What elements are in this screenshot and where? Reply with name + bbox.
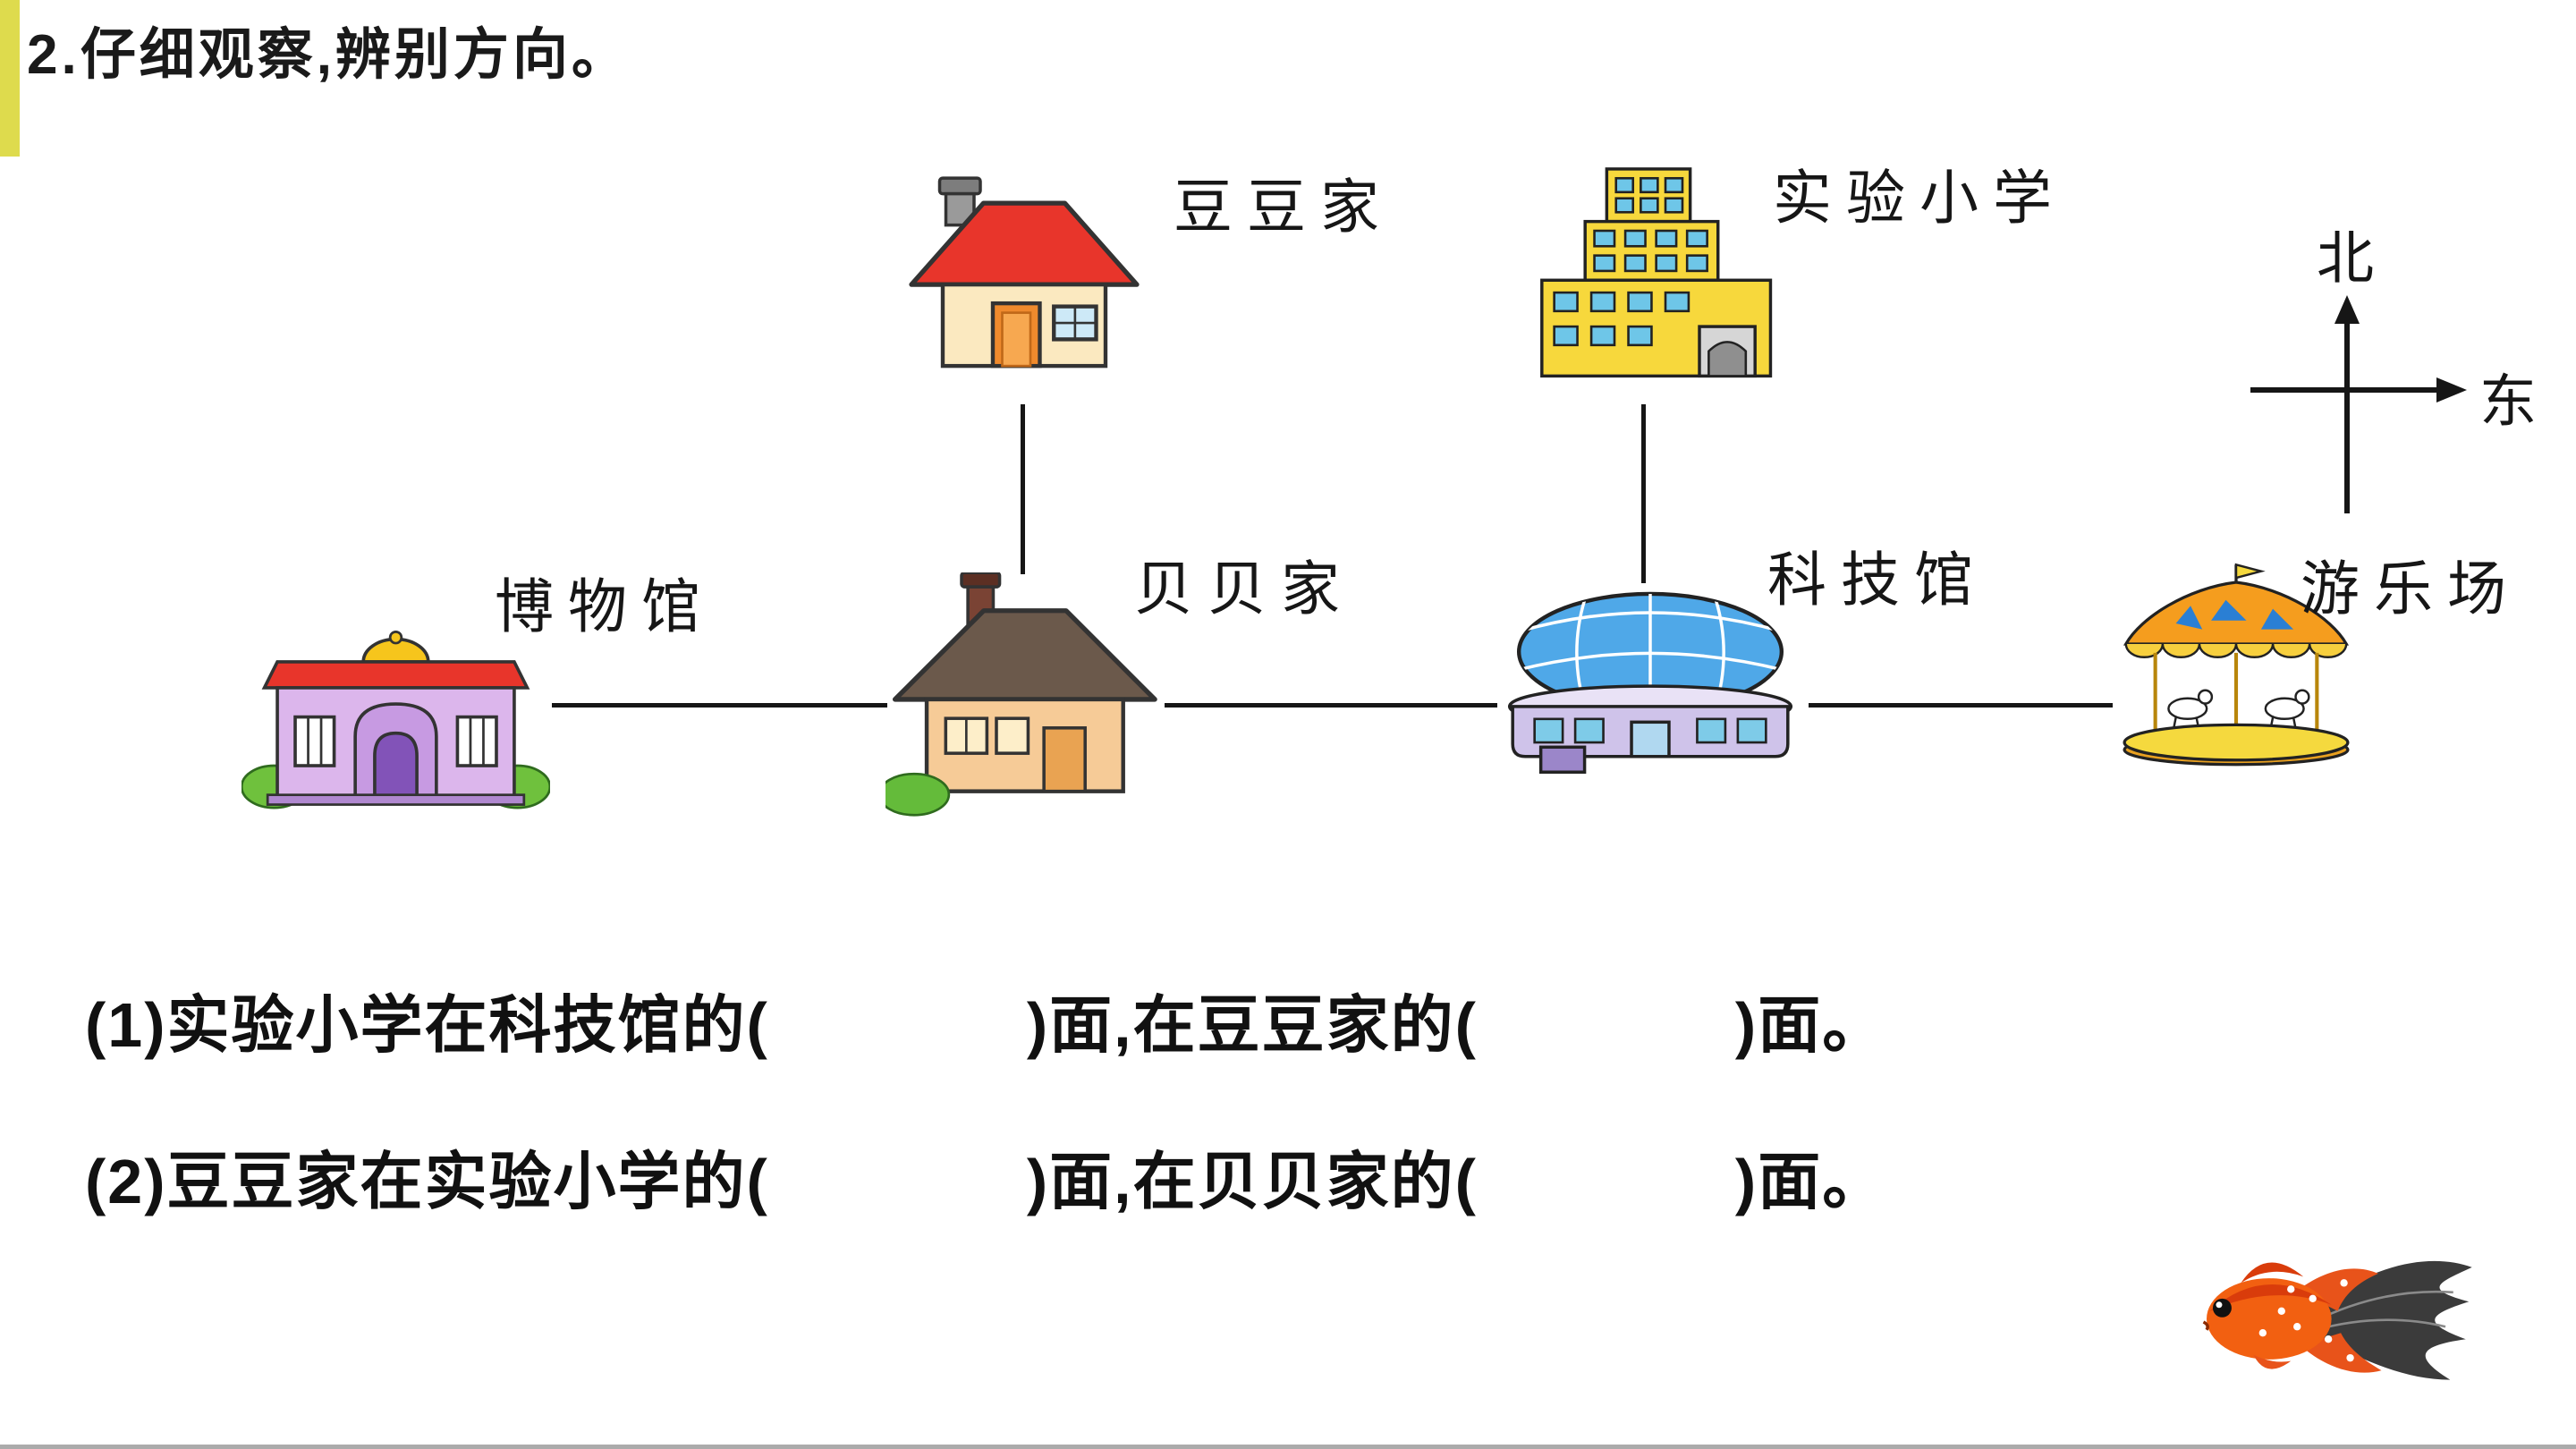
label-science-hall: 科技馆 (1767, 546, 1987, 614)
label-playground: 游乐场 (2301, 555, 2521, 623)
brown-roof-house-icon (886, 572, 1157, 817)
school-building-icon (1540, 167, 1773, 378)
compass-east-label: 东 (2479, 369, 2537, 436)
question-2: (2)豆豆家在实验小学的( )面,在贝贝家的( )面。 (85, 1147, 1887, 1216)
museum-building-icon (242, 630, 550, 809)
label-doudou-home: 豆豆家 (1174, 173, 1394, 242)
page-title: 2.仔细观察,辨别方向。 (27, 24, 631, 86)
line-science-playground (1809, 703, 2113, 708)
science-hall-illustration (1494, 581, 1807, 774)
museum-illustration (242, 626, 550, 809)
school-illustration (1530, 161, 1784, 402)
page-bottom-edge (0, 1445, 2576, 1449)
question-1: (1)实验小学在科技馆的( )面,在豆豆家的( )面。 (85, 990, 1887, 1060)
goldfish-icon (2202, 1260, 2472, 1380)
carousel-icon (2123, 563, 2350, 767)
line-doudou-beibei (1021, 404, 1025, 574)
playground-illustration (2111, 562, 2361, 767)
red-roof-house-icon (909, 176, 1140, 369)
compass-rose (2245, 295, 2469, 519)
label-beibei-home: 贝贝家 (1134, 555, 1354, 623)
line-beibei-science (1165, 703, 1497, 708)
label-museum: 博物馆 (495, 572, 715, 641)
label-school: 实验小学 (1773, 164, 2066, 233)
line-school-science (1641, 404, 1646, 583)
compass-cross-icon (2250, 295, 2467, 513)
doudou-home-illustration (899, 174, 1149, 402)
dome-building-icon (1507, 591, 1793, 774)
line-museum-beibei (552, 703, 887, 708)
accent-stripe (0, 0, 20, 157)
compass-north-label: 北 (2317, 226, 2374, 292)
goldfish-decoration (2187, 1236, 2478, 1408)
beibei-home-illustration (886, 572, 1163, 818)
